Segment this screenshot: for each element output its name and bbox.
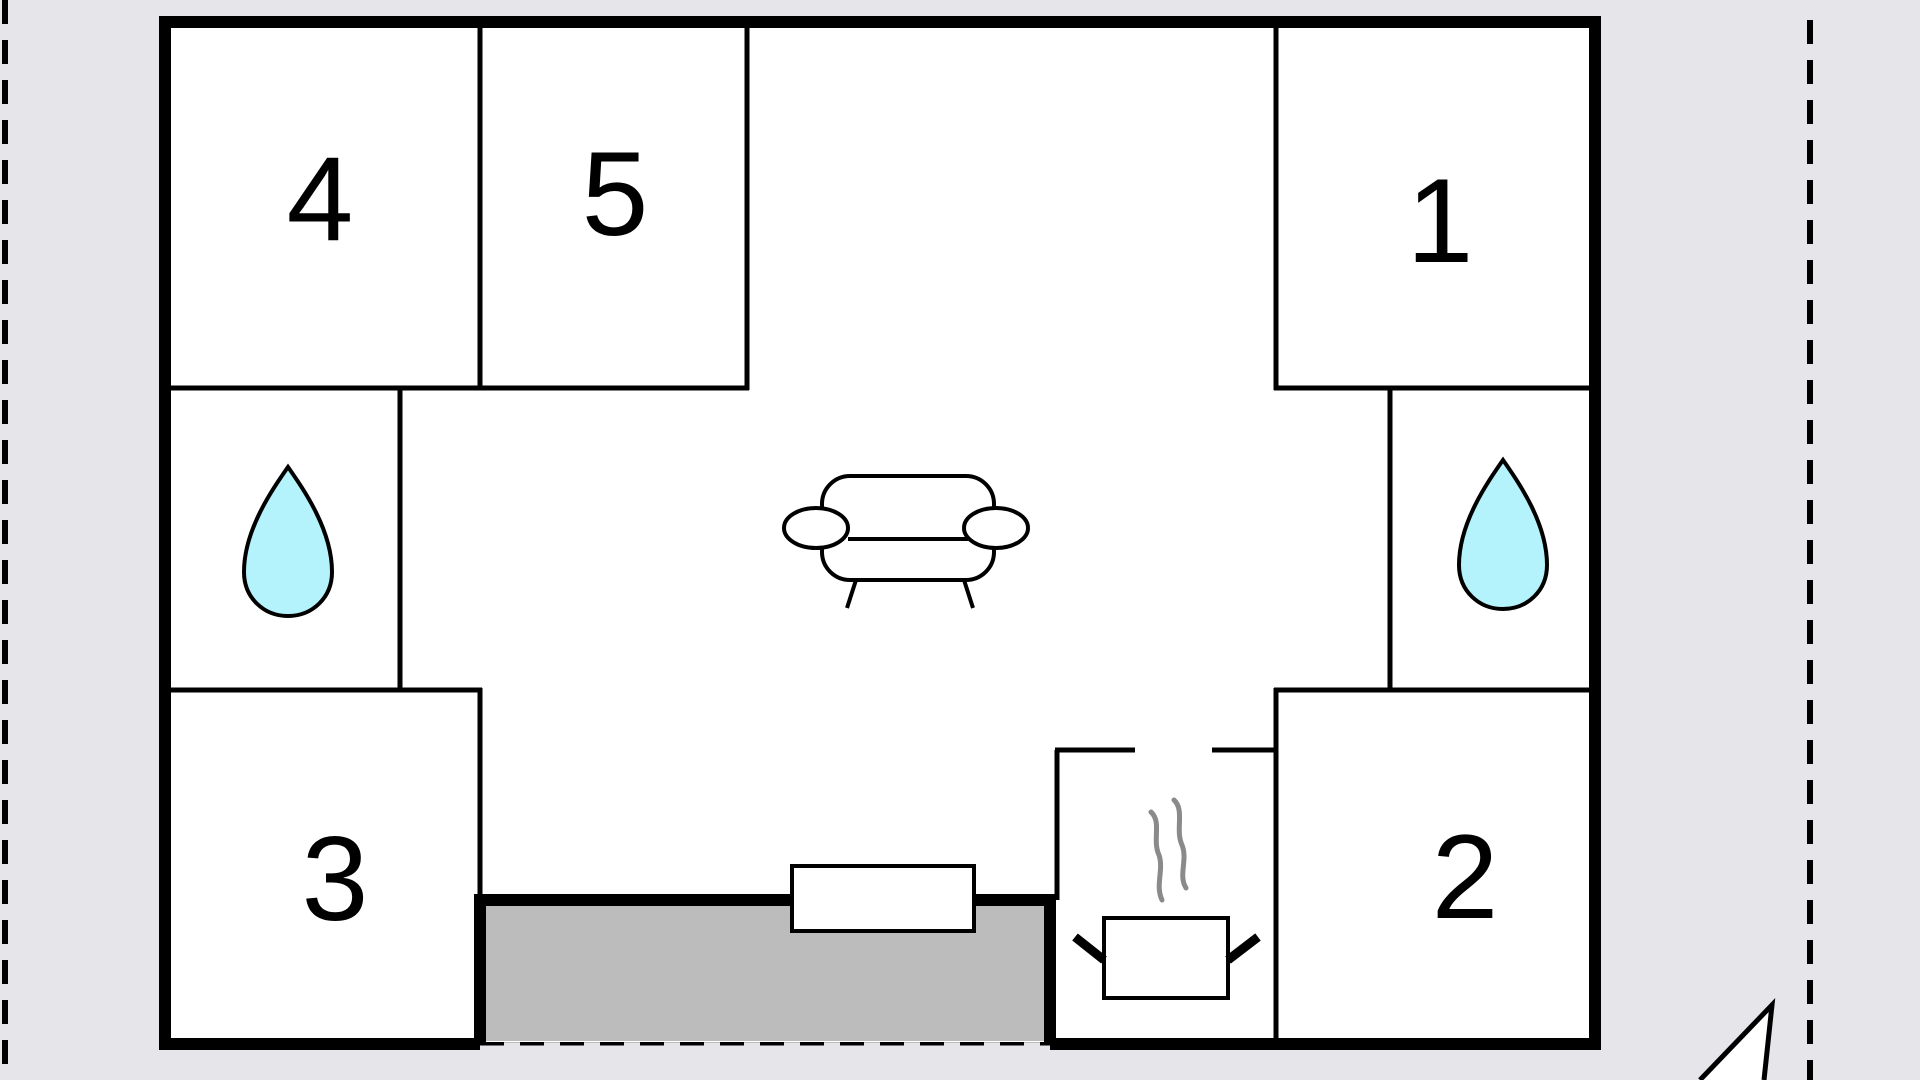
interior-walls	[165, 22, 1595, 1044]
room-5-label: 5	[582, 127, 649, 261]
property-boundary	[2, 0, 1813, 1080]
room-4-label: 4	[287, 132, 354, 266]
north-arrow-icon	[1698, 997, 1776, 1080]
water-drop-icon	[1456, 456, 1550, 612]
terrace-walls	[474, 894, 1056, 1044]
cooking-pot-icon	[1072, 797, 1261, 1000]
room-1-label: 1	[1407, 154, 1474, 288]
outer-walls	[159, 16, 1601, 1050]
sofa-icon	[782, 474, 1030, 609]
door-mat	[790, 864, 976, 933]
room-2-label: 2	[1432, 810, 1499, 944]
room-3-label: 3	[302, 812, 369, 946]
water-drop-icon	[241, 463, 335, 619]
room-labels: 1 2 3 4 5	[287, 127, 1499, 946]
